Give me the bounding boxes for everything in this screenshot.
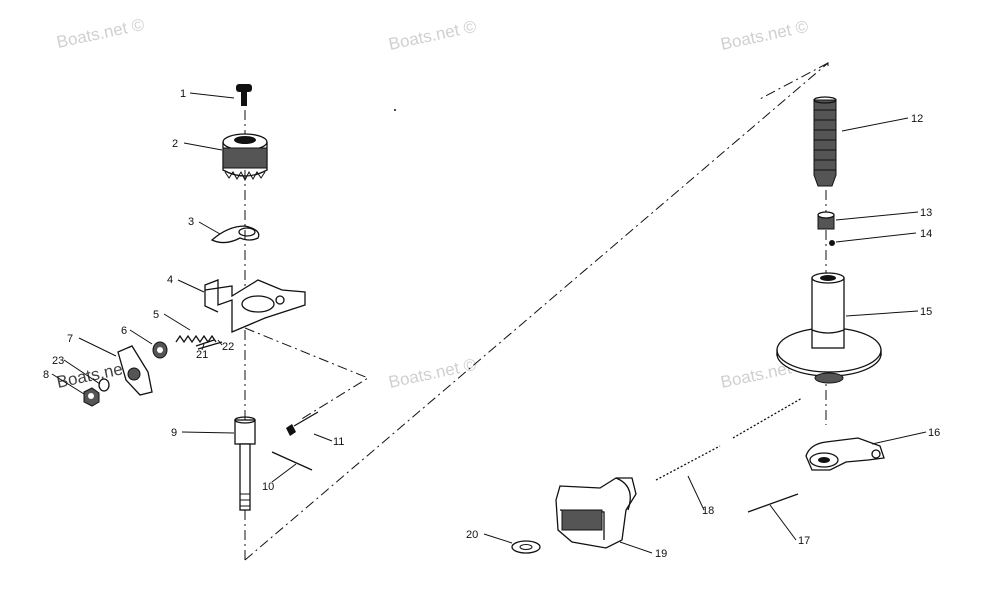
- label-part-15: 15: [920, 306, 932, 318]
- label-part-9: 9: [171, 427, 177, 439]
- washer-part-23: [98, 378, 110, 392]
- label-part-20: 20: [466, 529, 478, 541]
- label-part-3: 3: [188, 216, 194, 228]
- clip-part-3: [210, 225, 260, 244]
- shaft-part-9: [234, 416, 256, 511]
- label-part-23: 23: [52, 355, 64, 367]
- label-part-22: 22: [222, 341, 234, 353]
- label-part-17: 17: [798, 535, 810, 547]
- washer-part-20: [511, 540, 541, 554]
- gear-part-2: [222, 133, 268, 182]
- label-part-18: 18: [702, 505, 714, 517]
- label-part-5: 5: [153, 309, 159, 321]
- label-part-11: 11: [333, 436, 344, 448]
- watermark-top-right: Boats.net ©: [719, 17, 811, 54]
- bushing-part-13: [817, 211, 835, 230]
- screw-part-11: [286, 411, 319, 436]
- watermark-top-center: Boats.net ©: [387, 17, 479, 54]
- lever-plate-part-7: [117, 345, 153, 396]
- label-part-19: 19: [655, 548, 667, 560]
- diagonal-assembly-axis: [244, 61, 829, 561]
- screw-axis: [244, 327, 370, 421]
- handle-part-19: [555, 477, 637, 549]
- screw-part-1: [236, 84, 252, 106]
- label-part-2: 2: [172, 138, 178, 150]
- washer-part-6: [152, 341, 168, 359]
- leader-lines: [51, 92, 927, 554]
- label-part-6: 6: [121, 325, 127, 337]
- pin-part-22: [197, 341, 223, 350]
- pin-part-21: [195, 339, 215, 347]
- label-part-21: 21: [196, 349, 208, 361]
- label-part-7: 7: [67, 333, 73, 345]
- label-part-14: 14: [920, 228, 932, 240]
- label-part-12: 12: [911, 113, 923, 125]
- pin-part-10: [271, 451, 313, 471]
- rope-part-18: [655, 397, 803, 481]
- arm-part-16: [805, 437, 885, 471]
- label-part-4: 4: [167, 274, 173, 286]
- watermark-middle-left: Boats.net: [55, 358, 129, 392]
- nut-part-8: [83, 387, 100, 407]
- spring-sleeve-part-12: [813, 96, 837, 187]
- speck: [394, 109, 396, 111]
- label-part-16: 16: [928, 427, 940, 439]
- pin-part-17: [747, 493, 799, 513]
- bracket-part-4: [204, 279, 306, 333]
- label-part-8: 8: [43, 369, 49, 381]
- label-part-10: 10: [262, 481, 274, 493]
- top-right-axis-segment: [757, 62, 829, 101]
- pulley-part-15: [776, 272, 882, 384]
- label-part-1: 1: [180, 88, 186, 100]
- label-part-13: 13: [920, 207, 932, 219]
- ball-part-14: [829, 240, 835, 246]
- watermark-top-left: Boats.net ©: [55, 15, 147, 52]
- spring-part-5: [175, 334, 217, 344]
